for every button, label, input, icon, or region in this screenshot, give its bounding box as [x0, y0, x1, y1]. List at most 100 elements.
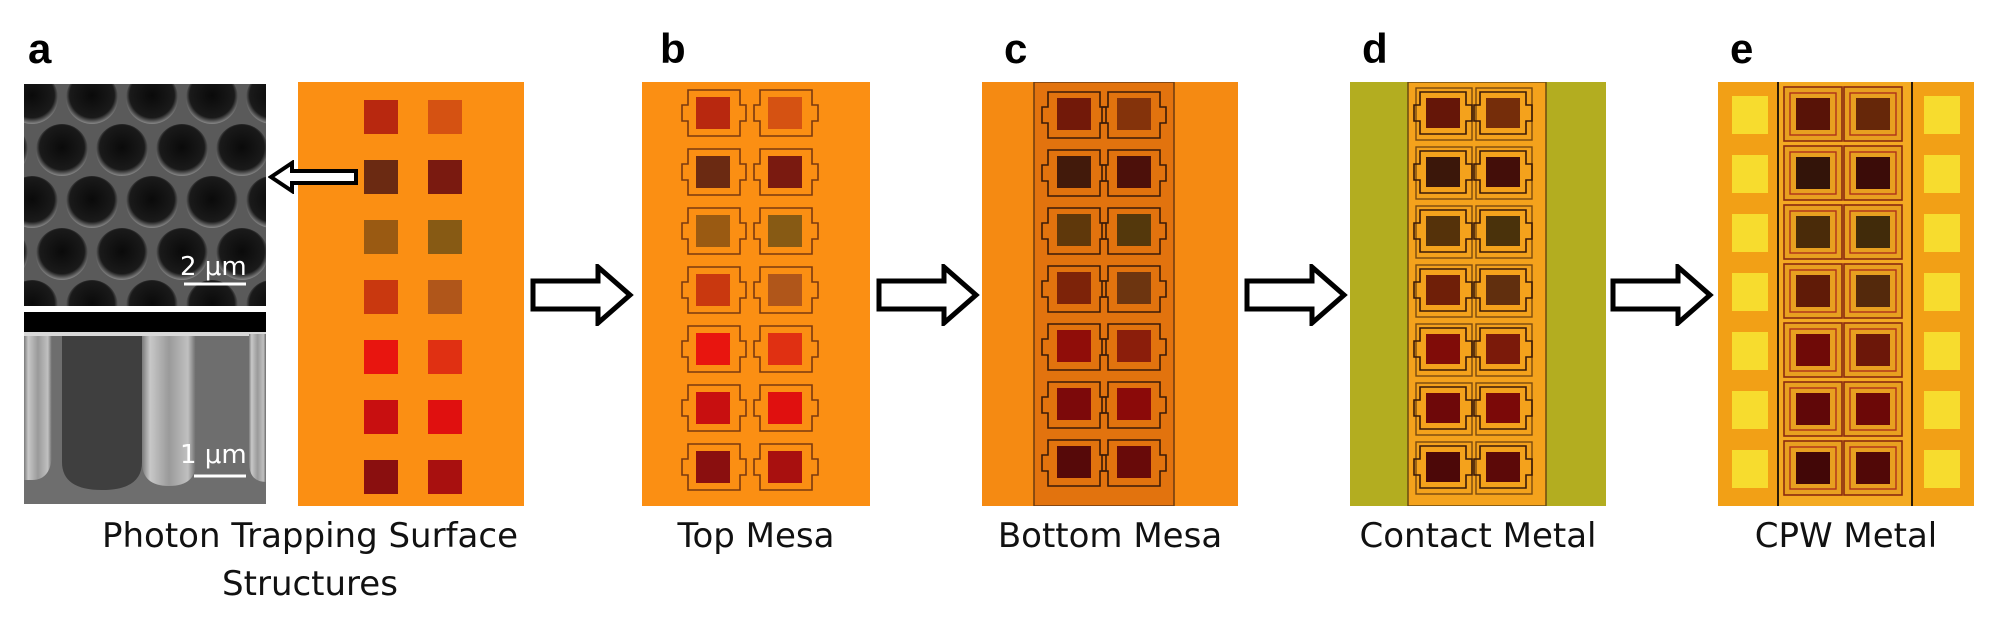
mesa-outline — [1041, 439, 1107, 487]
panel-label-a: a — [28, 25, 52, 72]
device-pad — [768, 392, 802, 424]
mesa-outline — [753, 148, 819, 196]
sem-hole — [156, 228, 208, 280]
mesa-outline — [753, 89, 819, 137]
device-pad — [1426, 452, 1460, 482]
process-arrow-icon-1 — [530, 264, 634, 326]
cpw-side-pad — [1732, 450, 1768, 488]
device-pad — [428, 280, 462, 314]
mesa-outline — [1413, 327, 1473, 371]
device-pad — [1486, 393, 1520, 423]
device-pad — [768, 97, 802, 129]
cpw-side-pad — [1732, 214, 1768, 252]
cpw-side-pad — [1924, 155, 1960, 193]
panel-label-d: d — [1362, 25, 1388, 72]
sem-hole — [126, 176, 178, 228]
device-pad — [1796, 98, 1830, 130]
bottom-mesa-strip — [1033, 82, 1175, 506]
device-pad — [1117, 388, 1151, 420]
sem-hole — [36, 228, 88, 280]
device-pad — [768, 451, 802, 483]
cpw-side-pad — [1732, 332, 1768, 370]
mesa-outline — [1101, 439, 1167, 487]
mesa-outline — [1473, 150, 1533, 194]
device-pad — [364, 100, 398, 134]
device-pad — [696, 451, 730, 483]
cpw-inner-ring — [1789, 210, 1837, 254]
device-pad — [696, 333, 730, 365]
mesa-outline — [1041, 323, 1107, 371]
sem-hole — [66, 280, 118, 306]
device-pad — [1856, 334, 1890, 366]
cpw-side-pad — [1732, 391, 1768, 429]
panel-label-c: c — [1004, 25, 1028, 72]
device-pad — [1057, 272, 1091, 304]
device-pad — [768, 156, 802, 188]
mesa-outline — [681, 325, 747, 373]
device-pad — [364, 160, 398, 194]
cpw-side-pad — [1732, 155, 1768, 193]
device-pad — [1796, 216, 1830, 248]
device-pad — [1057, 330, 1091, 362]
sem-hole — [126, 84, 178, 124]
panel-d-contact-metal-image — [1350, 82, 1606, 506]
device-pad — [1796, 452, 1830, 484]
mesa-outline — [1101, 381, 1167, 429]
caption-c: Bottom Mesa — [997, 516, 1223, 556]
cpw-inner-ring — [1789, 446, 1837, 490]
device-pad — [768, 274, 802, 306]
device-pad — [1426, 334, 1460, 364]
sem-hole — [66, 176, 118, 228]
cpw-inner-ring — [1789, 387, 1837, 431]
device-pad — [1856, 452, 1890, 484]
mesa-outline — [1473, 327, 1533, 371]
device-pad — [1117, 214, 1151, 246]
device-pad — [1796, 393, 1830, 425]
device-pad — [364, 220, 398, 254]
mesa-outline — [1413, 268, 1473, 312]
panel-e-cpw-metal-image — [1718, 82, 1974, 506]
mesa-outline — [681, 266, 747, 314]
device-pad — [428, 100, 462, 134]
device-pad — [1426, 98, 1460, 128]
sem-hole — [186, 176, 238, 228]
mesa-outline — [1041, 207, 1107, 255]
cpw-inner-ring — [1789, 328, 1837, 372]
device-pad — [1856, 157, 1890, 189]
device-pad — [1057, 214, 1091, 246]
mesa-outline — [753, 384, 819, 432]
mesa-outline — [1413, 209, 1473, 253]
mesa-outline — [681, 89, 747, 137]
magnify-arrow-icon — [268, 160, 358, 194]
cpw-inner-ring — [1849, 446, 1897, 490]
cpw-inner-ring — [1849, 269, 1897, 313]
cpw-inner-ring — [1789, 92, 1837, 136]
mesa-outline — [1041, 381, 1107, 429]
sem-hole — [216, 124, 266, 176]
device-pad — [1486, 452, 1520, 482]
cpw-inner-ring — [1849, 328, 1897, 372]
caption-a-line1: Photon Trapping Surface — [101, 516, 518, 556]
device-pad — [364, 400, 398, 434]
cpw-inner-ring — [1849, 151, 1897, 195]
cpw-inner-ring — [1849, 92, 1897, 136]
cpw-inner-ring — [1849, 210, 1897, 254]
mesa-outline — [1413, 91, 1473, 135]
cpw-side-pad — [1924, 214, 1960, 252]
sem-hole — [246, 84, 266, 124]
sem-hole — [24, 84, 58, 124]
device-pad — [696, 392, 730, 424]
device-pad — [428, 460, 462, 494]
sem-cross-section-image — [24, 312, 266, 504]
device-pad — [1486, 157, 1520, 187]
device-pad — [1426, 216, 1460, 246]
device-pad — [1117, 98, 1151, 130]
sem-hole — [24, 176, 58, 228]
device-pad — [1486, 98, 1520, 128]
mesa-outline — [1101, 323, 1167, 371]
device-pad — [696, 156, 730, 188]
device-pad — [1796, 275, 1830, 307]
device-pad — [1117, 330, 1151, 362]
cpw-side-pad — [1732, 273, 1768, 311]
cpw-inner-ring — [1849, 387, 1897, 431]
